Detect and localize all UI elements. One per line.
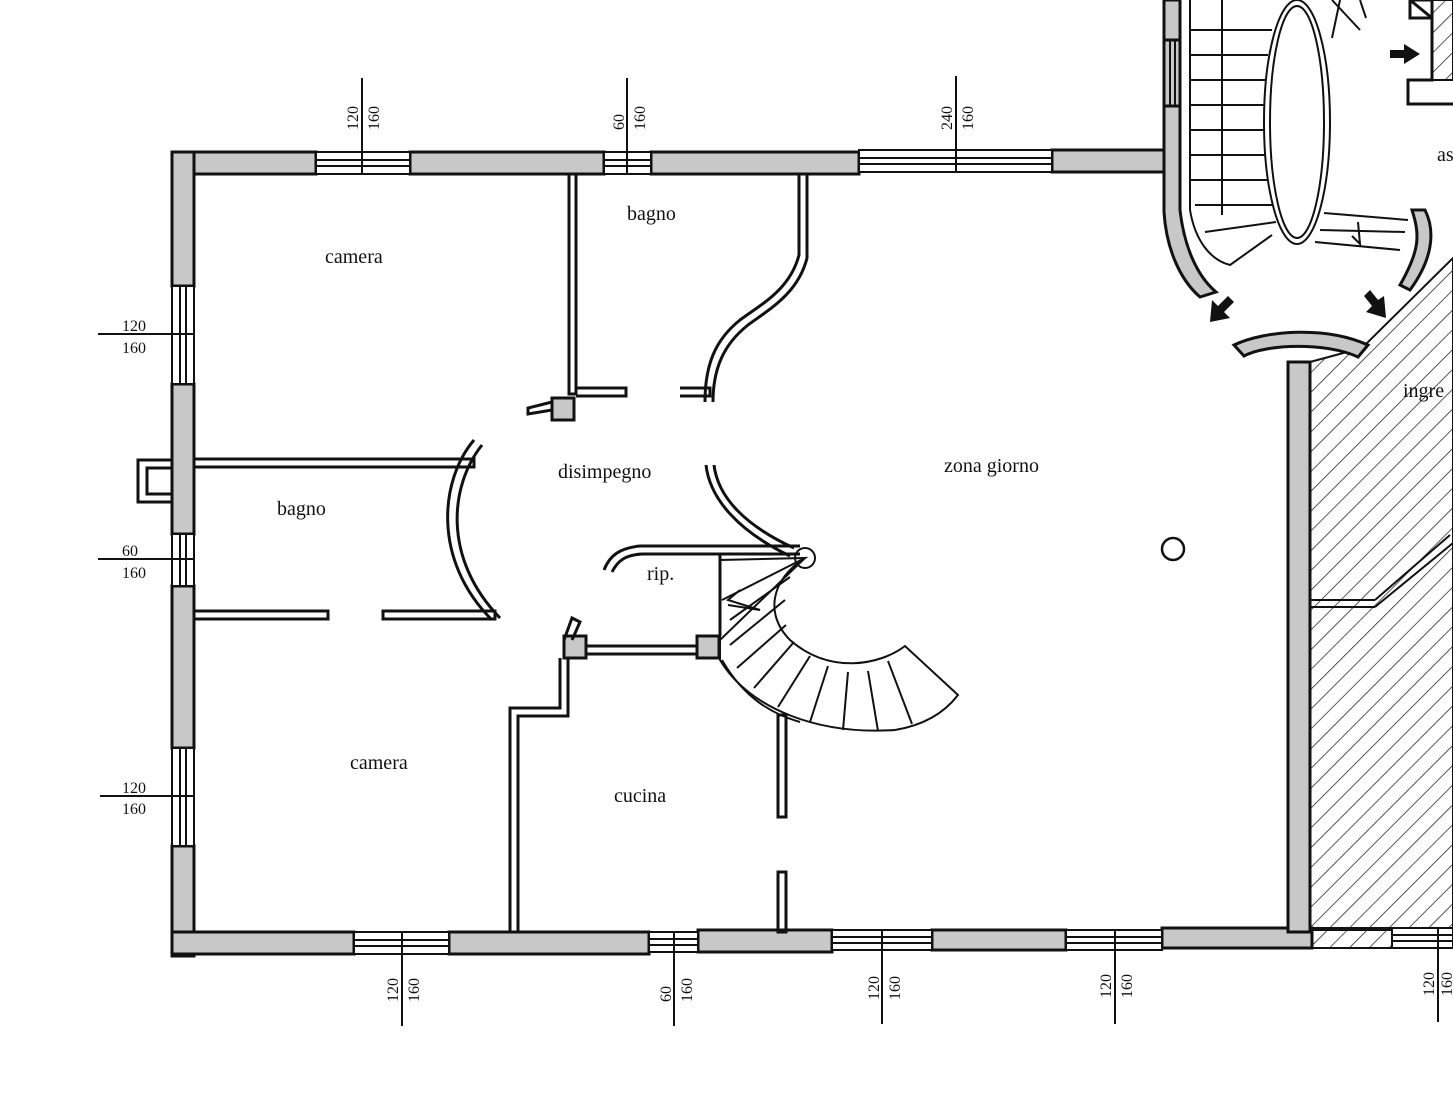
arrow-icon	[1210, 296, 1234, 322]
dim-left-2-w: 60	[122, 543, 138, 560]
dimension-lines	[98, 76, 1439, 1026]
hatched-wall-area	[1309, 256, 1453, 931]
room-bagno-top: bagno	[627, 203, 676, 225]
room-cucina: cucina	[614, 785, 666, 807]
direction-arrows	[1210, 44, 1420, 322]
column-icon	[1160, 536, 1186, 562]
dim-bottom-3-h: 160	[887, 976, 904, 1000]
dim-top-1-w: 120	[345, 106, 362, 130]
dim-left-1-h: 160	[122, 340, 146, 357]
dim-bottom-3-w: 120	[866, 976, 883, 1000]
dim-top-2-h: 160	[632, 106, 649, 130]
dim-bottom-1-w: 120	[385, 978, 402, 1002]
dim-bottom-4-h: 160	[1119, 974, 1136, 998]
dim-bottom-1-h: 160	[406, 978, 423, 1002]
dim-top-1-h: 160	[366, 106, 383, 130]
dim-bottom-5-h: 160	[1439, 972, 1453, 996]
interior-walls	[192, 172, 809, 934]
room-ingresso-partial: ingre	[1403, 380, 1444, 402]
room-zona-giorno: zona giorno	[944, 455, 1039, 477]
dim-bottom-2-w: 60	[658, 986, 675, 1002]
dimension-labels: 120 160 60 160 240 160 120 160 60 160 12…	[122, 106, 1453, 1002]
dim-bottom-4-w: 120	[1098, 974, 1115, 998]
room-disimpegno: disimpegno	[558, 461, 651, 483]
dim-left-2-h: 160	[122, 565, 146, 582]
dim-left-1-w: 120	[122, 318, 146, 335]
room-as-partial: as	[1437, 144, 1453, 166]
dim-left-3-h: 160	[122, 801, 146, 818]
dim-left-3-w: 120	[122, 780, 146, 797]
arrow-icon	[1364, 290, 1386, 318]
room-labels: camera bagno bagno disimpegno zona giorn…	[277, 144, 1453, 807]
dim-bottom-5-w: 120	[1421, 972, 1438, 996]
room-bagno-left: bagno	[277, 498, 326, 520]
outer-walls	[136, 148, 1393, 958]
room-camera-top: camera	[325, 246, 383, 268]
dim-top-3-w: 240	[939, 106, 956, 130]
arrow-icon	[1390, 44, 1420, 64]
dim-top-2-w: 60	[611, 114, 628, 130]
room-rip: rip.	[647, 563, 674, 585]
elliptic-stair	[1162, 0, 1453, 359]
spiral-stair	[719, 547, 960, 732]
room-camera-bottom: camera	[350, 752, 408, 774]
dim-top-3-h: 160	[960, 106, 977, 130]
dim-bottom-2-h: 160	[679, 978, 696, 1002]
